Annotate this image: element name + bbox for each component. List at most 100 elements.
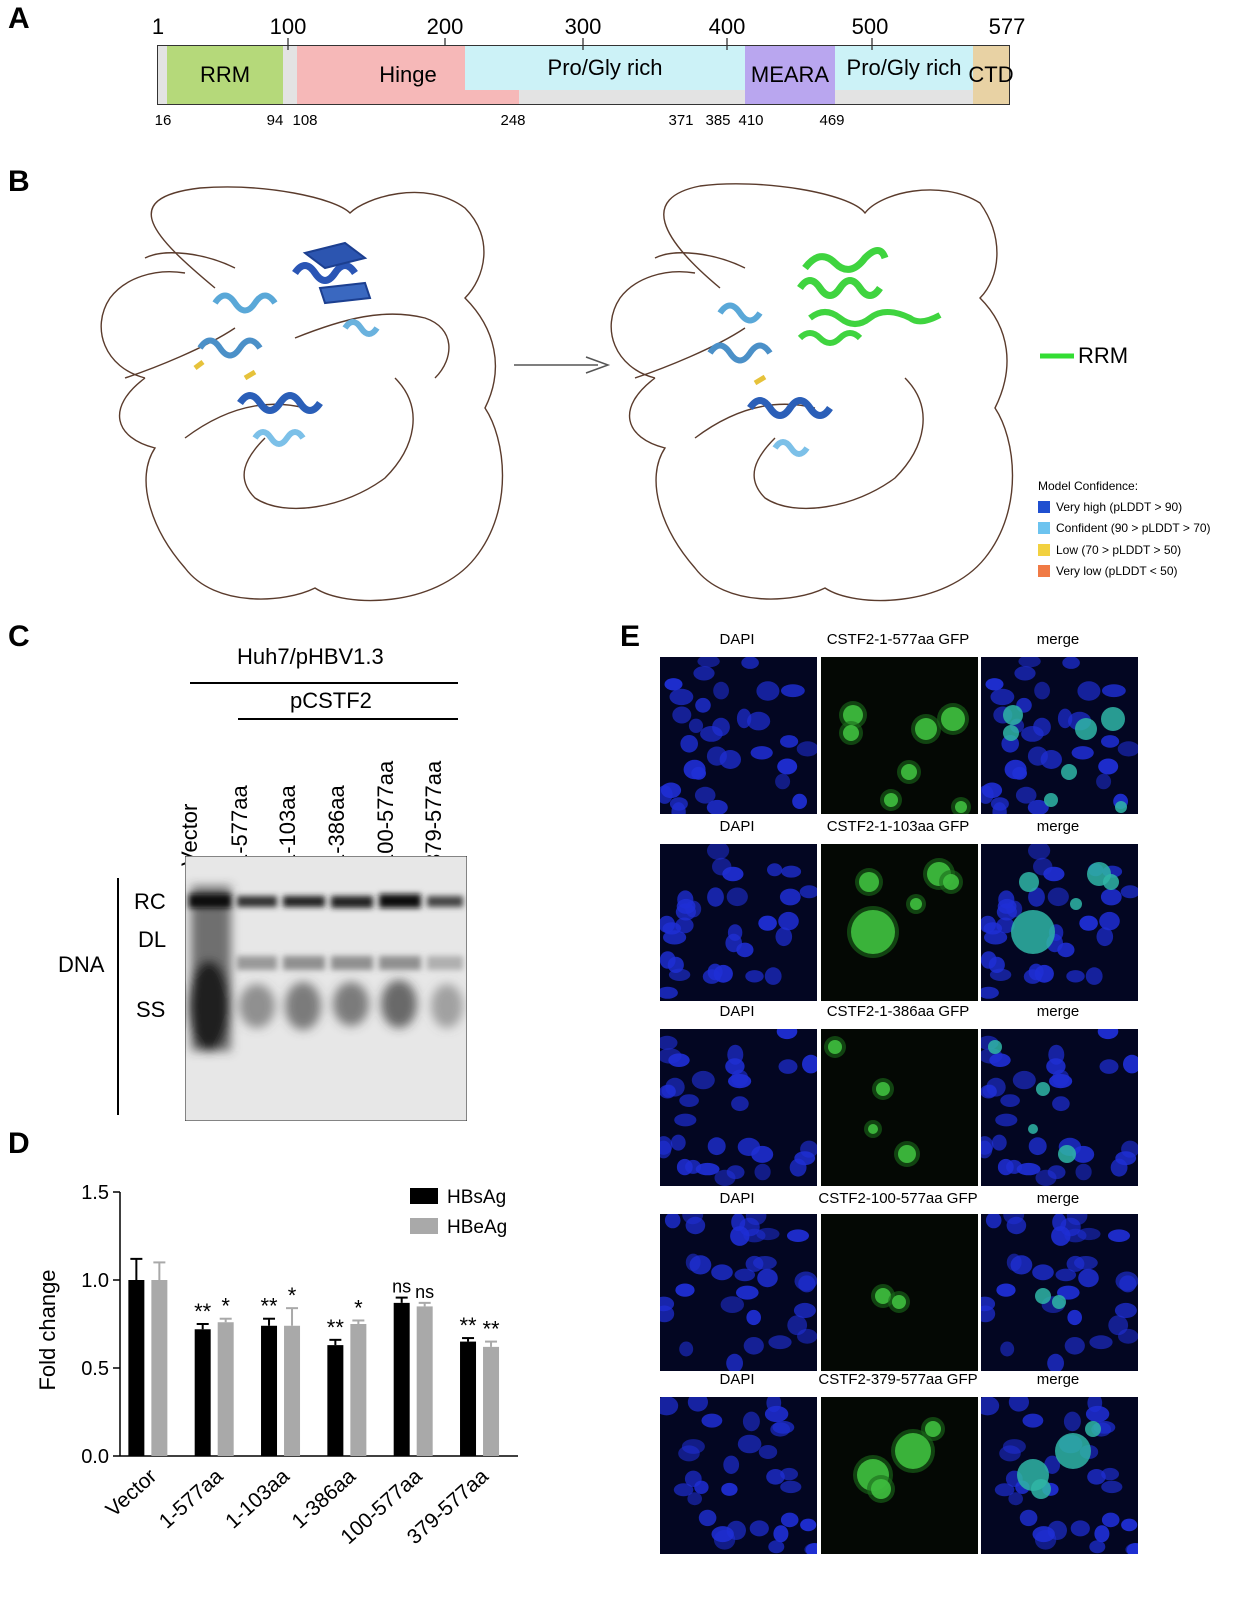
- legend-label: HBsAg: [447, 1187, 506, 1208]
- micrograph-merge-image: [981, 1397, 1138, 1554]
- micrograph-label-dapi: DAPI: [719, 818, 755, 835]
- bar: [483, 1346, 500, 1456]
- rrm-legend-line: [1040, 353, 1074, 359]
- micrograph-gfp-image: [821, 1397, 978, 1554]
- bar: [460, 1341, 477, 1456]
- bar: [393, 1302, 410, 1456]
- bar: [284, 1325, 301, 1456]
- micrograph-label-gfp: CSTF2-1-577aa GFP: [826, 631, 970, 648]
- y-tick-label: 1.5: [81, 1182, 109, 1204]
- band-rc: RC: [134, 889, 166, 914]
- confidence-label: Low (70 > pLDDT > 50): [1056, 543, 1182, 557]
- micrograph-label-merge: merge: [1036, 631, 1080, 648]
- position-94: 94: [266, 112, 284, 129]
- position-108: 108: [292, 112, 318, 129]
- micrograph-gfp-image: [821, 844, 978, 1001]
- panel-label-a: A: [8, 2, 30, 35]
- lane-vector: Vector: [177, 803, 202, 866]
- x-tick-label: 1-577aa: [155, 1464, 228, 1533]
- confidence-label: Confident (90 > pLDDT > 70): [1056, 521, 1211, 535]
- protein-structure-rrm-highlight: [610, 183, 1014, 602]
- cell-line-label: Huh7/pHBV1.3: [237, 644, 384, 669]
- micrograph-gfp-image: [821, 1029, 978, 1186]
- plasmid-line: [238, 718, 458, 720]
- bar-chart: 0.00.51.01.5Vector***1-577aa***1-103aa**…: [81, 1182, 518, 1549]
- micrograph-label-merge: merge: [1036, 1190, 1080, 1207]
- dna-bracket: [117, 878, 119, 1115]
- position-ticks: [287, 38, 873, 50]
- position-371: 371: [668, 112, 694, 129]
- micrograph-label-gfp: CSTF2-1-386aa GFP: [826, 1003, 970, 1020]
- micrograph-merge-image: [981, 657, 1138, 814]
- swatch-very-high: [1038, 501, 1050, 513]
- confidence-title: Model Confidence:: [1038, 479, 1139, 493]
- bar: [416, 1306, 433, 1456]
- y-tick-label: 1.0: [81, 1270, 109, 1292]
- domain-meara: MEARA: [745, 46, 835, 104]
- micrograph-dapi-image: [660, 1397, 817, 1554]
- southern-blot: [185, 856, 467, 1121]
- micrograph-gfp-image: [821, 1214, 978, 1371]
- position-248: 248: [500, 112, 526, 129]
- position-200: 200: [426, 14, 464, 39]
- panel-label-c: C: [8, 620, 30, 653]
- legend-swatch: [410, 1218, 438, 1234]
- swatch-confident: [1038, 522, 1050, 534]
- position-400: 400: [708, 14, 746, 39]
- lane-1-103aa: 1-103aa: [275, 785, 300, 866]
- micrograph-label-gfp: CSTF2-100-577aa GFP: [818, 1190, 978, 1207]
- bar: [327, 1345, 344, 1456]
- rrm-legend-label: RRM: [1078, 343, 1129, 368]
- confidence-low: Low (70 > pLDDT > 50): [1038, 543, 1181, 557]
- domain-ctd: CTD: [968, 46, 1014, 104]
- confidence-very-high: Very high (pLDDT > 90): [1038, 500, 1182, 514]
- significance-label: ns: [415, 1282, 434, 1302]
- confidence-confident: Confident (90 > pLDDT > 70): [1038, 521, 1211, 535]
- micrograph-label-merge: merge: [1036, 1371, 1080, 1388]
- position-469: 469: [819, 112, 845, 129]
- bar: [151, 1280, 168, 1456]
- arrow: [514, 356, 611, 374]
- micrograph-merge-image: [981, 1214, 1138, 1371]
- micrograph-merge-image: [981, 844, 1138, 1001]
- x-tick-label: 1-103aa: [221, 1464, 294, 1533]
- lane-1-577aa: 1-577aa: [227, 785, 252, 866]
- significance-label: **: [194, 1299, 212, 1324]
- band-ss: SS: [136, 997, 166, 1022]
- position-577: 577: [988, 14, 1026, 39]
- protein-structure-full: [100, 186, 504, 602]
- position-16: 16: [154, 112, 172, 129]
- bar: [350, 1324, 367, 1456]
- domain-pro-gly-rich-2: Pro/Gly rich: [835, 46, 973, 90]
- significance-label: **: [459, 1313, 477, 1338]
- position-1: 1: [151, 14, 165, 39]
- panel-label-e: E: [620, 620, 641, 653]
- x-tick-label: Vector: [102, 1465, 162, 1522]
- lane-100-577aa: 100-577aa: [373, 760, 398, 866]
- panel-label-d: D: [8, 1127, 30, 1160]
- micrograph-label-gfp: CSTF2-379-577aa GFP: [818, 1371, 978, 1388]
- micrograph-gfp-image: [821, 657, 978, 814]
- significance-label: ns: [392, 1277, 411, 1297]
- position-385: 385: [705, 112, 731, 129]
- micrograph-label-dapi: DAPI: [719, 1003, 755, 1020]
- significance-label: *: [221, 1294, 230, 1319]
- micrograph-label-dapi: DAPI: [719, 1190, 755, 1207]
- micrograph-dapi-image: [660, 844, 817, 1001]
- micrograph-label-gfp: CSTF2-1-103aa GFP: [826, 818, 970, 835]
- domain-rrm: RRM: [167, 46, 283, 104]
- micrograph-merge-image: [981, 1029, 1138, 1186]
- significance-label: **: [327, 1315, 345, 1340]
- significance-label: *: [288, 1283, 297, 1308]
- micrograph-dapi-image: [660, 1214, 817, 1371]
- plasmid-label: pCSTF2: [290, 688, 372, 713]
- confidence-label: Very low (pLDDT < 50): [1056, 564, 1178, 578]
- position-500: 500: [851, 14, 889, 39]
- y-tick-label: 0.5: [81, 1358, 109, 1380]
- legend-label: HBeAg: [447, 1217, 507, 1238]
- domain-pro-gly-rich-1: Pro/Gly rich: [465, 46, 745, 90]
- bar: [194, 1329, 211, 1456]
- lane-379-577aa: 379-577aa: [421, 760, 446, 866]
- confidence-label: Very high (pLDDT > 90): [1056, 500, 1183, 514]
- panel-label-b: B: [8, 165, 30, 198]
